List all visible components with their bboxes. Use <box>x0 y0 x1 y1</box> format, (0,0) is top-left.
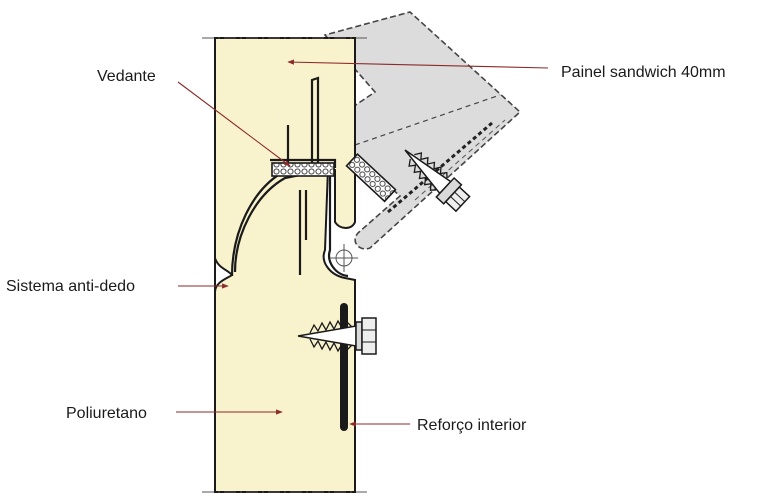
leader-lines <box>176 59 549 427</box>
label-reforco-interior: Reforço interior <box>417 417 527 434</box>
label-poliuretano: Poliuretano <box>66 405 147 422</box>
label-vedante: Vedante <box>97 68 156 85</box>
lower-screw <box>297 317 377 355</box>
label-sistema-anti-dedo: Sistema anti-dedo <box>6 278 135 295</box>
label-painel-sandwich: Painel sandwich 40mm <box>561 64 726 81</box>
upper-screw <box>404 149 471 213</box>
seal-strip <box>271 162 335 177</box>
leader-vedante <box>177 81 291 167</box>
seal-block <box>345 153 397 203</box>
polyurethane-panel <box>202 37 367 493</box>
leader-painel <box>287 59 549 69</box>
hinge-axis-mark <box>330 244 358 272</box>
anti-finger-profile <box>230 76 349 278</box>
